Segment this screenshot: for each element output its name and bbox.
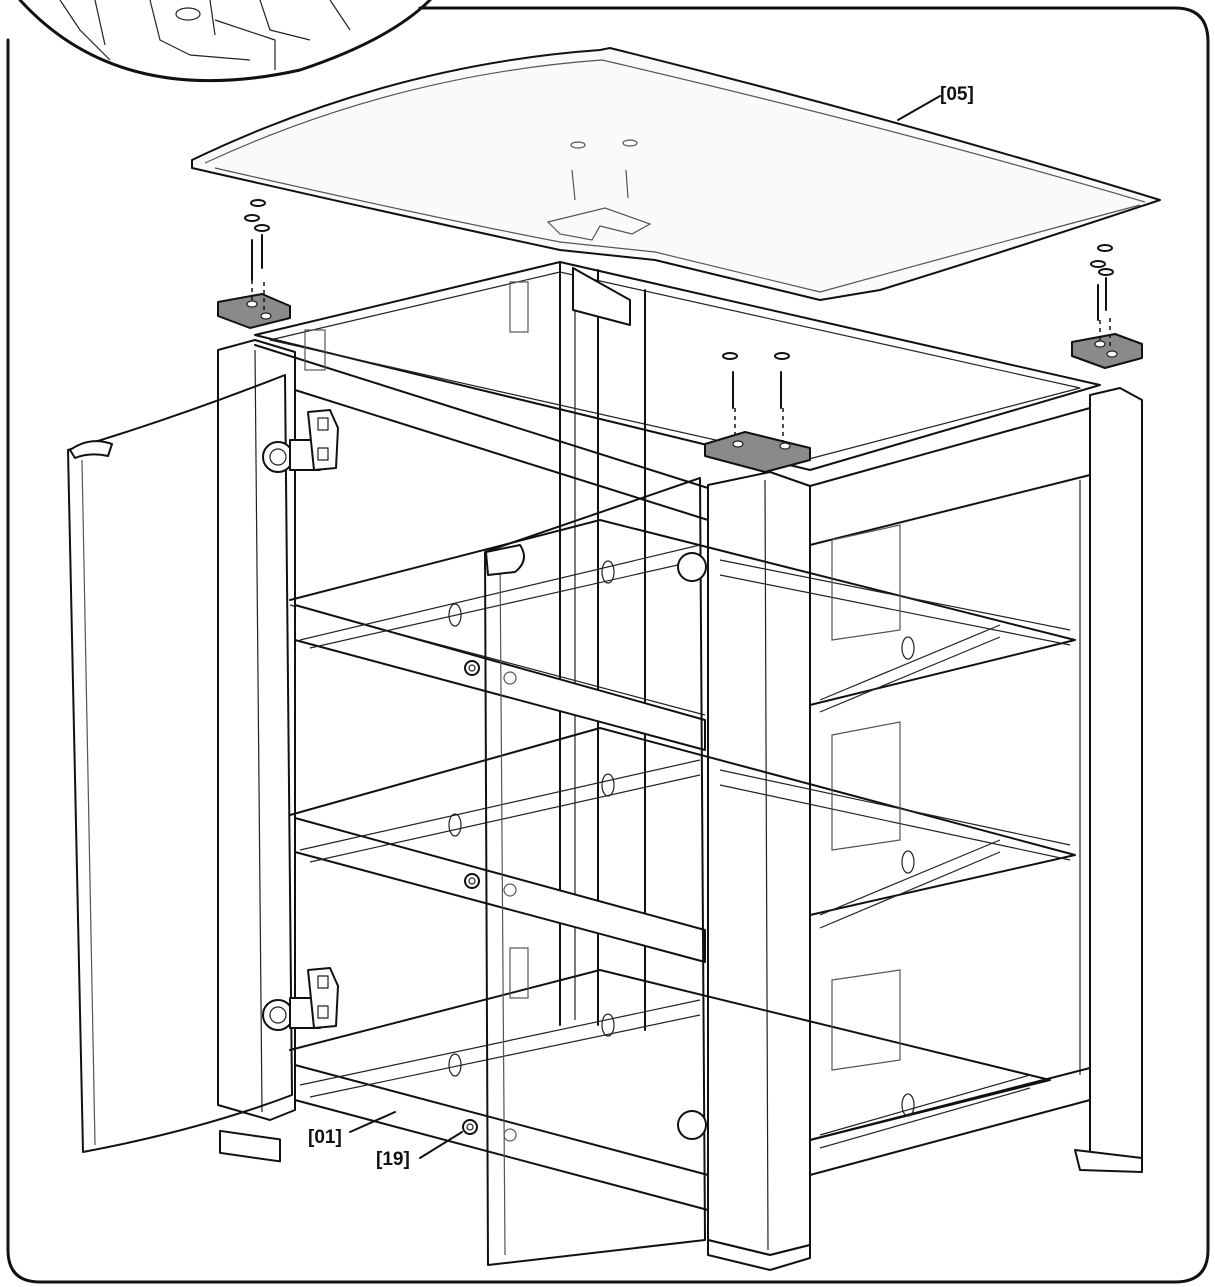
cam-fittings [462,660,517,1142]
cabinet-frame [217,261,1143,1271]
front-glass-door [484,477,707,1266]
bracket-front-corner [704,352,811,473]
bracket-left-rear [217,199,291,329]
callout-cam-fitting: [19] [376,1149,410,1170]
glass-top-panel [191,47,1161,301]
bracket-right-rear [1071,244,1143,369]
callout-leaders [349,95,941,1159]
detail-magnifier [18,0,432,83]
left-glass-door [67,374,293,1153]
callout-glass-top: [05] [940,84,974,105]
door-hinge-upper [262,409,339,473]
back-panels [304,281,901,1071]
callout-bottom-rail: [01] [308,1127,342,1148]
door-hinge-lower [262,967,339,1031]
shelf-rods [299,544,1071,1149]
diagram-frame [6,6,1210,1284]
shelves [289,519,1076,1141]
